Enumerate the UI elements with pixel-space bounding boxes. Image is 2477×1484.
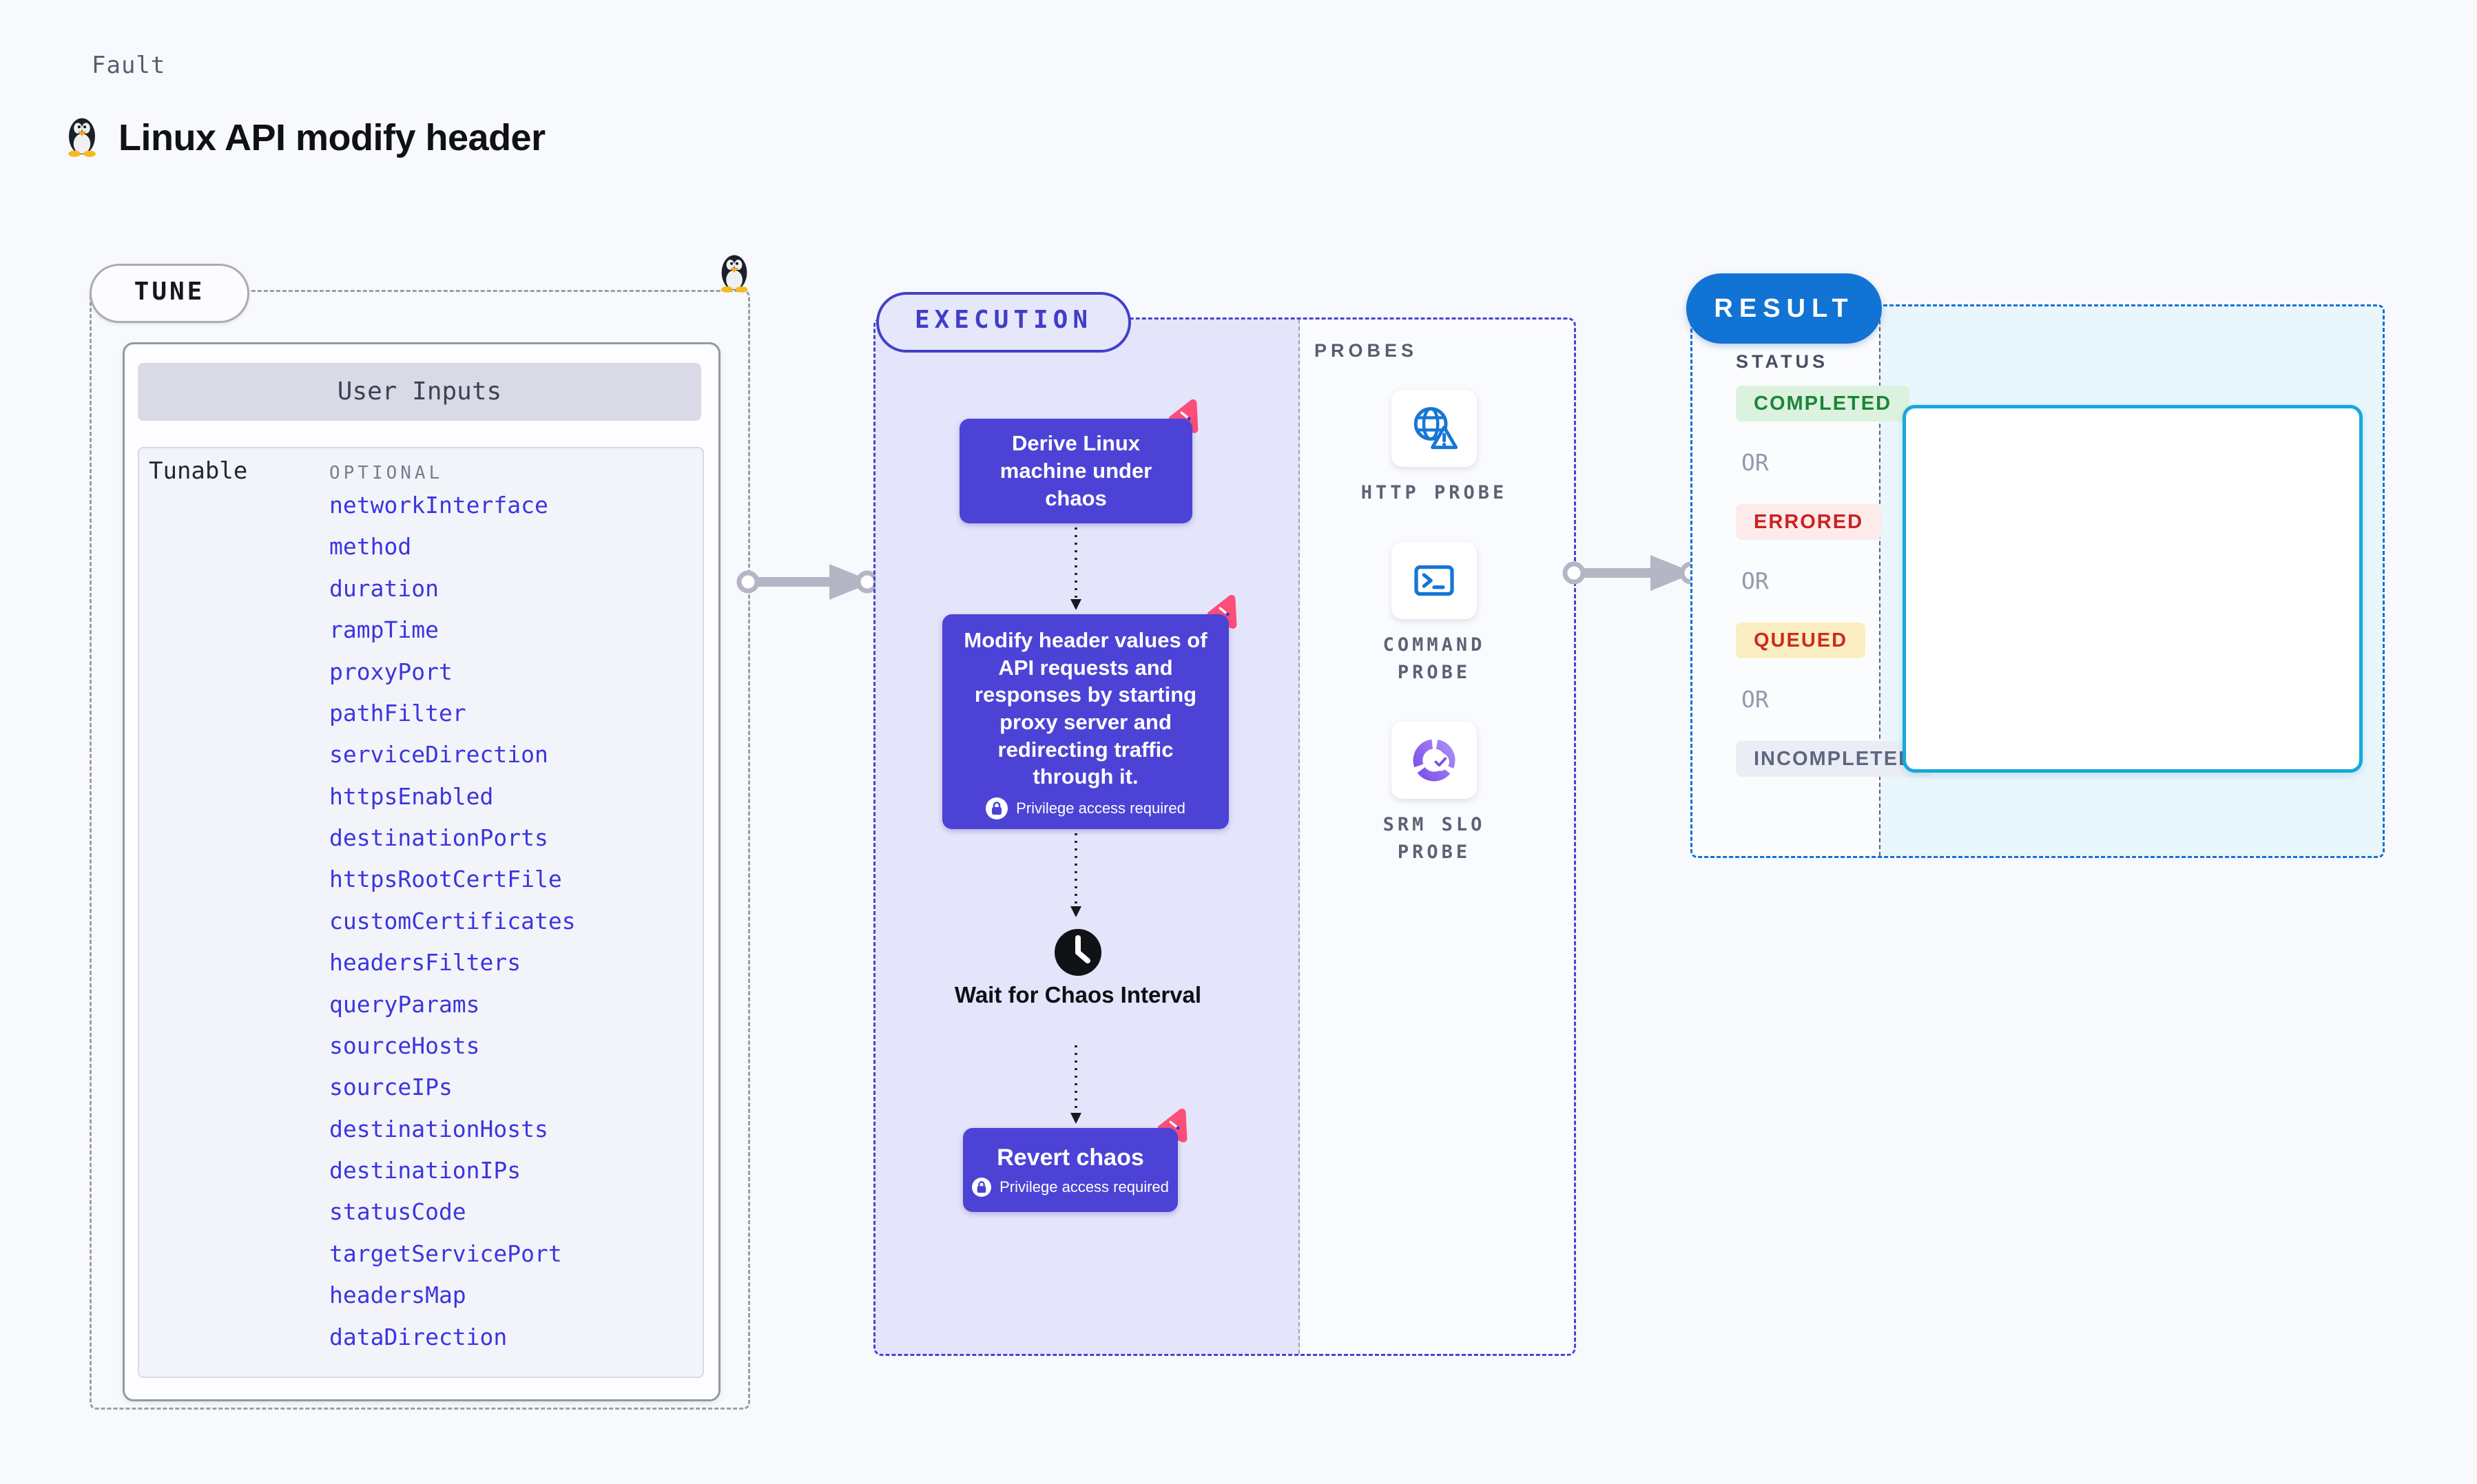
tunable-list: networkInterface method duration rampTime pr… xyxy=(329,492,694,1350)
tunable-link[interactable]: networkInterface xyxy=(329,492,548,519)
probes-list: HTTP PROBE COMMAND PROBE SRM SLO PROBE xyxy=(1351,390,1517,901)
tune-panel xyxy=(90,290,750,1410)
page-title: Linux API modify header xyxy=(118,116,546,158)
tune-to-execution-arrow xyxy=(734,559,880,608)
status-badge-incompleted: INCOMPLETED xyxy=(1736,741,1933,777)
probes-label: PROBES xyxy=(1314,340,1418,361)
privilege-row: Privilege access required xyxy=(986,797,1185,820)
status-badge-errored: ERRORED xyxy=(1736,504,1882,540)
tunable-link[interactable]: rampTime xyxy=(329,616,439,644)
slo-donut-icon[interactable] xyxy=(1391,721,1477,799)
clock-icon xyxy=(1053,927,1103,981)
tunable-link[interactable]: sourceIPs xyxy=(329,1074,453,1101)
tunable-link[interactable]: duration xyxy=(329,574,439,602)
privilege-note: Privilege access required xyxy=(999,1178,1169,1195)
lock-icon xyxy=(972,1177,992,1197)
tunable-link[interactable]: serviceDirection xyxy=(329,741,548,769)
step-derive-text: Derive Linux machine under chaos xyxy=(999,431,1152,510)
flow-arrow-1 xyxy=(1064,526,1088,616)
tunable-link[interactable]: httpsEnabled xyxy=(329,782,494,810)
user-inputs-header: User Inputs xyxy=(138,363,701,421)
tunable-link[interactable]: method xyxy=(329,533,412,561)
tunable-link[interactable]: dataDirection xyxy=(329,1323,508,1350)
probes-area xyxy=(1301,320,1574,1354)
step-wait-label: Wait for Chaos Interval xyxy=(954,982,1202,1007)
tunable-link[interactable]: statusCode xyxy=(329,1198,466,1226)
execution-pill: EXECUTION xyxy=(876,292,1131,353)
step-modify-header: Modify header values of API requests and… xyxy=(942,614,1229,829)
tunable-link[interactable]: destinationHosts xyxy=(329,1115,548,1142)
step-derive-machine: Derive Linux machine under chaos xyxy=(960,419,1192,523)
step-modify-text: Modify header values of API requests and… xyxy=(964,627,1208,789)
privilege-row: Privilege access required xyxy=(972,1177,1169,1197)
probe-label: HTTP PROBE xyxy=(1360,482,1508,503)
probes-to-result-arrow xyxy=(1561,550,1703,599)
privilege-note: Privilege access required xyxy=(1016,800,1185,817)
tunable-link[interactable]: destinationPorts xyxy=(329,824,548,851)
tune-pill: TUNE xyxy=(90,264,249,323)
flow-arrow-2 xyxy=(1064,832,1088,923)
probe-item: HTTP PROBE xyxy=(1361,390,1508,508)
result-pill: RESULT xyxy=(1686,273,1882,344)
probe-item: COMMAND PROBE xyxy=(1351,541,1517,687)
tunable-link[interactable]: sourceHosts xyxy=(329,1032,480,1059)
terminal-icon[interactable] xyxy=(1391,541,1477,619)
step-revert-chaos: Revert chaos Privilege access required xyxy=(963,1128,1178,1212)
or-separator: OR xyxy=(1741,449,1769,476)
or-separator: OR xyxy=(1741,686,1769,713)
or-separator: OR xyxy=(1741,567,1769,594)
tunable-link[interactable]: queryParams xyxy=(329,990,480,1018)
status-badge-queued: QUEUED xyxy=(1736,623,1866,658)
tunable-link[interactable]: destinationIPs xyxy=(329,1157,521,1184)
tux-penguin-icon xyxy=(62,114,102,161)
probe-item: SRM SLO PROBE xyxy=(1351,721,1517,867)
title-row: Linux API modify header xyxy=(62,114,546,161)
status-list: COMPLETED OR ERRORED OR QUEUED OR INCOMPLETED xyxy=(1736,386,1933,804)
flow-arrow-3 xyxy=(1064,1044,1088,1130)
tux-penguin-icon-small xyxy=(715,251,754,297)
optional-label: OPTIONAL xyxy=(329,463,444,483)
tunable-link[interactable]: customCertificates xyxy=(329,907,576,934)
probe-label: SRM SLO PROBE xyxy=(1382,813,1486,864)
globe-alert-icon[interactable] xyxy=(1391,390,1477,467)
tunable-link[interactable]: targetServicePort xyxy=(329,1240,562,1267)
probe-label: COMMAND PROBE xyxy=(1382,634,1486,684)
status-badge-completed: COMPLETED xyxy=(1736,386,1910,421)
tunable-link[interactable]: pathFilter xyxy=(329,699,466,727)
tunable-row-label: Tunable xyxy=(149,457,248,485)
tunable-link[interactable]: headersFilters xyxy=(329,949,521,976)
tunable-link[interactable]: proxyPort xyxy=(329,658,453,685)
step-revert-text: Revert chaos xyxy=(997,1145,1144,1171)
user-inputs-body xyxy=(138,447,704,1378)
tunable-link[interactable]: httpsRootCertFile xyxy=(329,866,562,893)
lock-icon xyxy=(986,797,1008,820)
status-label: STATUS xyxy=(1736,351,1828,372)
tunable-link[interactable]: headersMap xyxy=(329,1282,466,1309)
output-card xyxy=(1903,405,2363,773)
fault-kicker: Fault xyxy=(92,52,166,79)
